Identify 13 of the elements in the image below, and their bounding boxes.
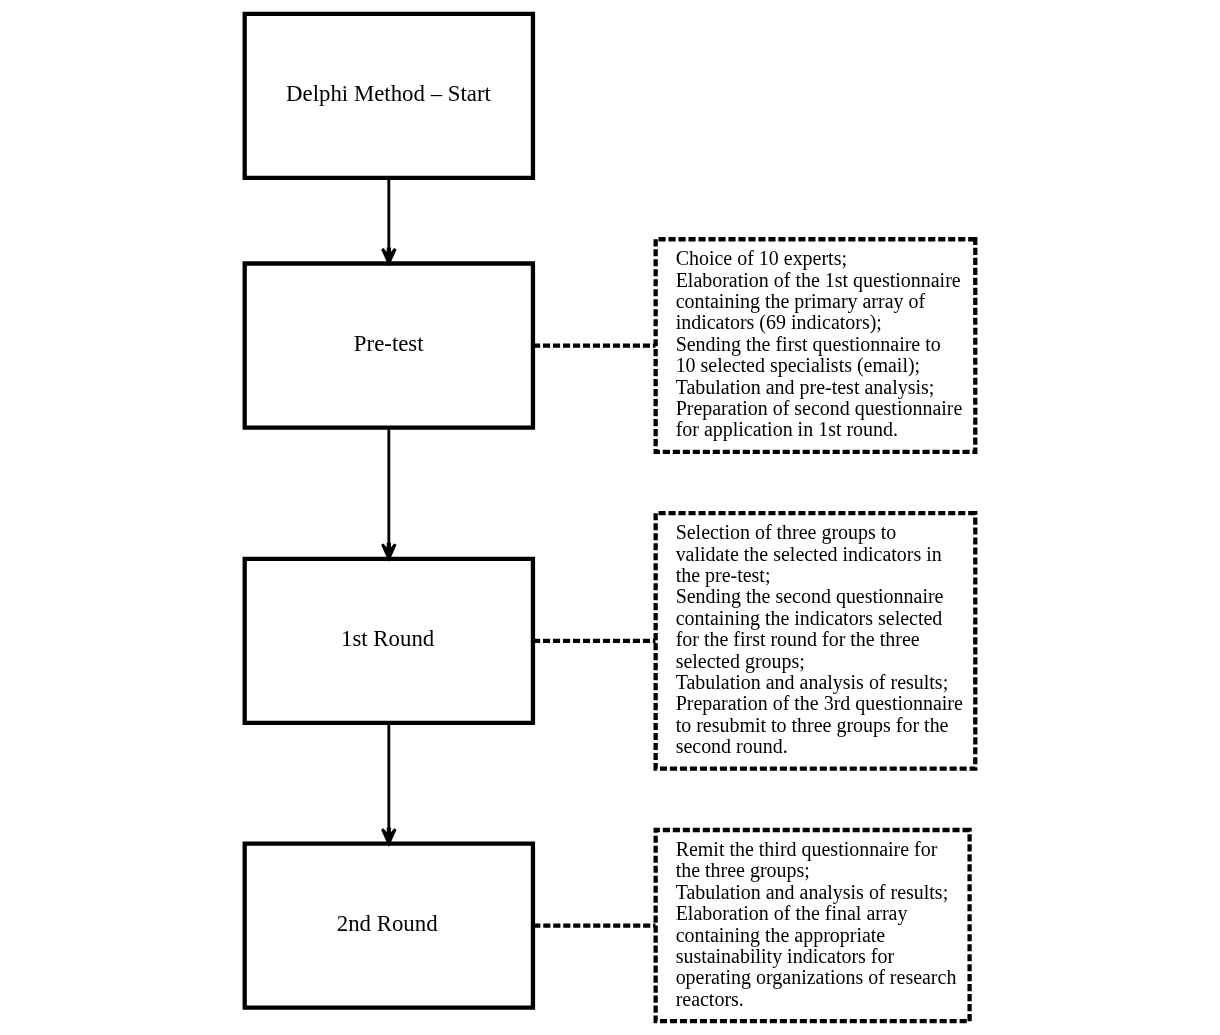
- connector: [533, 638, 656, 644]
- connector: [533, 923, 656, 928]
- node-box: 2nd Round: [242, 841, 536, 1010]
- arrow: [381, 178, 397, 265]
- node-box: Choice of 10 experts; Elaboration of the 1st questionnaire containing the primary array of indicators (69 indicators); Sending the first questionnaire to 10 selected specialists (email); Tabulation and pre-test analysis; Preparation of second questionnaire for application in 1st round.: [653, 237, 978, 454]
- node-box: 1st Round: [242, 556, 536, 726]
- node-box: Pre-test: [242, 261, 536, 430]
- node-box: Selection of three groups to validate the selected indicators in the pre-test; Sending the second questionnaire containing the indicators selected for the first round for the three selected groups; Tabulation and analysis of results; Preparation of the 3rd questionnaire to resubmit to three groups for the second round.: [653, 511, 978, 771]
- connector: [533, 343, 656, 348]
- node-box: Delphi Method – Start: [242, 11, 536, 181]
- node-box: Remit the third questionnaire for the three groups; Tabulation and analysis of results; Elaboration of the final array containing the appropriate sustainability indicators for operating organizations of research reactors.: [653, 827, 972, 1024]
- arrow: [381, 427, 397, 560]
- arrow: [381, 723, 397, 845]
